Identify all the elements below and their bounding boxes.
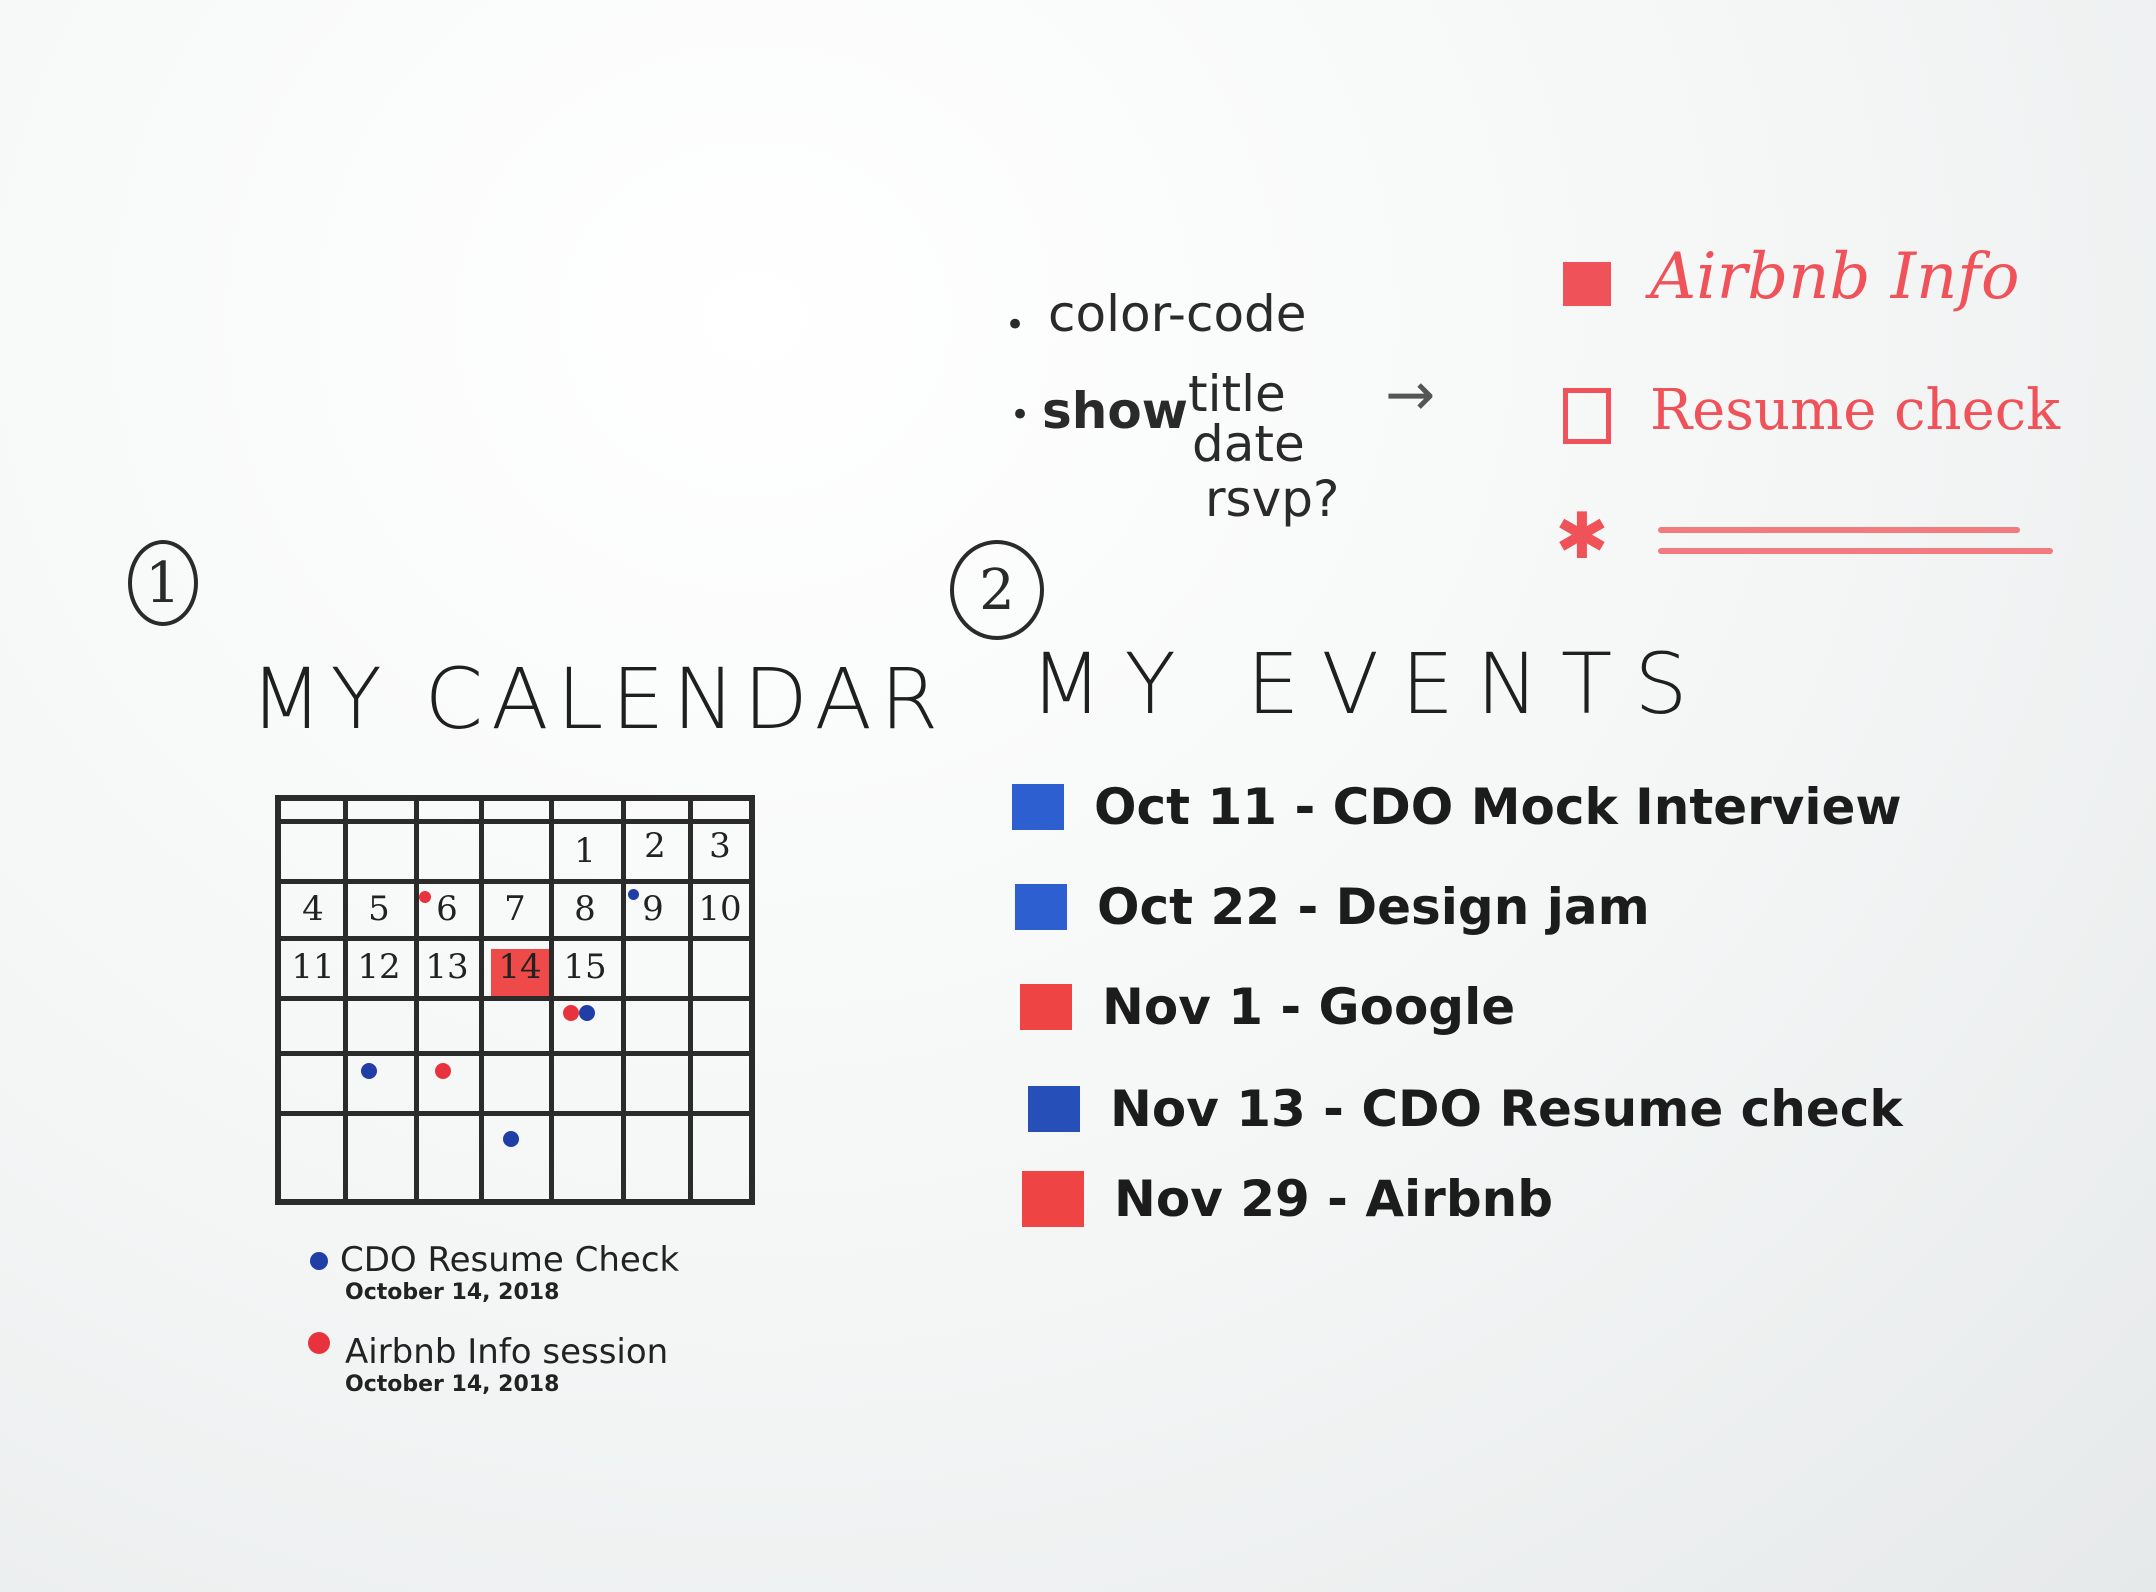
- calendar-grid[interactable]: 1 2 3 4 5 6 7 8 9 10 11 12 13 14 15: [275, 795, 755, 1205]
- event-label: Nov 1 - Google: [1102, 978, 1516, 1036]
- asterisk-icon: ✱: [1555, 500, 1609, 574]
- note-show-rsvp: rsvp?: [1205, 470, 1340, 528]
- calendar-title: MY CALENDAR: [250, 650, 947, 748]
- event-row[interactable]: Nov 13 - CDO Resume check: [1028, 1080, 1903, 1138]
- key-placeholder-line: [1658, 548, 2053, 554]
- legend-item-date: October 14, 2018: [345, 1280, 560, 1305]
- key-placeholder-line: [1658, 527, 2020, 533]
- note-bullet-dot: •: [1010, 395, 1031, 435]
- key-label-airbnb: Airbnb Info: [1650, 240, 2020, 314]
- calendar-highlight-day: [491, 949, 553, 997]
- calendar-day[interactable]: 5: [368, 889, 390, 929]
- event-label: Oct 22 - Design jam: [1097, 878, 1650, 936]
- calendar-day[interactable]: 13: [425, 947, 469, 987]
- event-color-square: [1022, 1171, 1084, 1227]
- event-row[interactable]: Nov 1 - Google: [1020, 978, 1515, 1036]
- calendar-day[interactable]: 15: [563, 947, 607, 987]
- event-row[interactable]: Oct 11 - CDO Mock Interview: [1012, 778, 1902, 836]
- step-one-circle: 1: [128, 540, 198, 626]
- event-dot-blue[interactable]: [628, 889, 639, 900]
- step-two-circle: 2: [950, 540, 1044, 640]
- event-label: Nov 29 - Airbnb: [1114, 1170, 1554, 1228]
- calendar-day[interactable]: 2: [644, 826, 666, 866]
- calendar-day[interactable]: 11: [291, 947, 335, 987]
- event-color-square: [1020, 984, 1072, 1030]
- arrow-right-icon: →: [1385, 360, 1436, 430]
- event-color-square: [1015, 884, 1067, 930]
- event-dot-red[interactable]: [419, 891, 431, 903]
- key-empty-square: [1563, 388, 1611, 444]
- calendar-day[interactable]: 7: [504, 889, 526, 929]
- event-dot-red[interactable]: [435, 1063, 451, 1079]
- calendar-day[interactable]: 1: [574, 831, 596, 871]
- legend-dot-blue: [310, 1252, 328, 1270]
- legend-item-title: Airbnb Info session: [345, 1332, 669, 1372]
- note-show-date: date: [1192, 415, 1305, 473]
- event-dot-red[interactable]: [563, 1005, 579, 1021]
- calendar-day[interactable]: 12: [357, 947, 401, 987]
- step-two-number: 2: [979, 557, 1015, 623]
- calendar-day[interactable]: 9: [642, 889, 664, 929]
- event-color-square: [1012, 784, 1064, 830]
- key-filled-square: [1563, 262, 1611, 306]
- step-one-number: 1: [145, 550, 181, 616]
- note-show: show: [1042, 382, 1188, 440]
- note-show-title: title: [1188, 365, 1286, 423]
- event-row[interactable]: Oct 22 - Design jam: [1015, 878, 1650, 936]
- calendar-day[interactable]: 3: [709, 826, 731, 866]
- key-label-resume: Resume check: [1650, 378, 2061, 443]
- event-color-square: [1028, 1086, 1080, 1132]
- calendar-day-highlighted[interactable]: 14: [498, 947, 542, 987]
- calendar-day[interactable]: 4: [302, 889, 324, 929]
- event-dot-blue[interactable]: [361, 1063, 377, 1079]
- calendar-day[interactable]: 8: [574, 889, 596, 929]
- note-color-code: color-code: [1048, 285, 1307, 343]
- event-dot-blue[interactable]: [503, 1131, 519, 1147]
- legend-dot-red: [308, 1332, 330, 1354]
- event-label: Oct 11 - CDO Mock Interview: [1094, 778, 1902, 836]
- event-label: Nov 13 - CDO Resume check: [1110, 1080, 1903, 1138]
- calendar-day[interactable]: 6: [436, 889, 458, 929]
- events-title: MY EVENTS: [1030, 635, 1710, 733]
- event-dot-blue[interactable]: [579, 1005, 595, 1021]
- legend-item-title: CDO Resume Check: [340, 1240, 680, 1280]
- note-bullet-dot: •: [1005, 305, 1026, 345]
- legend-item-date: October 14, 2018: [345, 1372, 560, 1397]
- calendar-day[interactable]: 10: [698, 889, 742, 929]
- event-row[interactable]: Nov 29 - Airbnb: [1022, 1170, 1553, 1228]
